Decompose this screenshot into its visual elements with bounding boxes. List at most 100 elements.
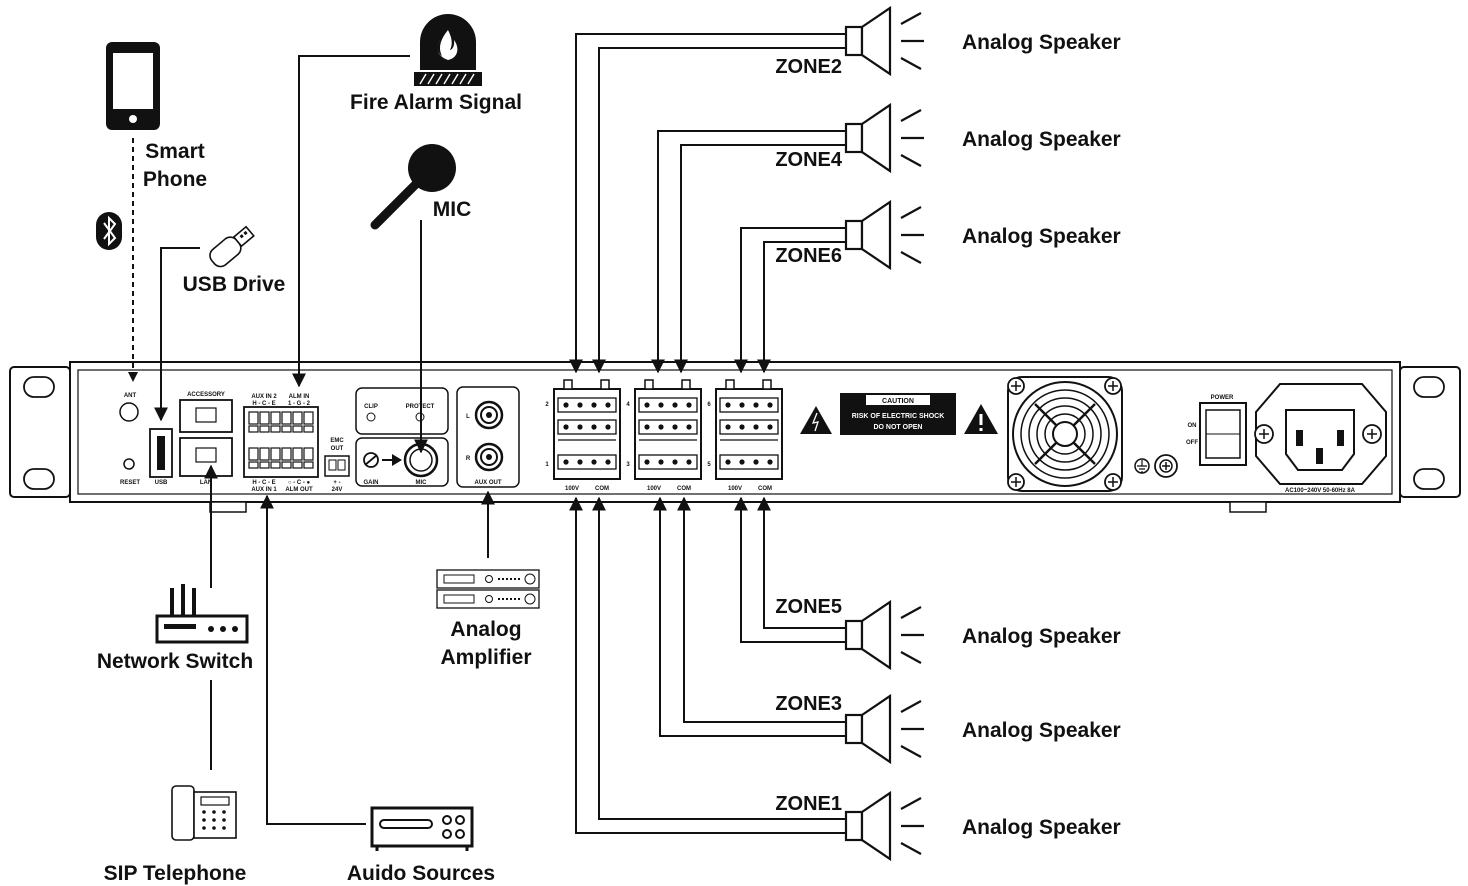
- power-label: POWER: [1211, 395, 1234, 401]
- zone-num-3: 3: [626, 462, 630, 468]
- clip-label: CLIP: [364, 404, 378, 410]
- bluetooth-icon: [96, 212, 122, 250]
- caution-title: CAUTION: [882, 398, 914, 405]
- clip-led: [366, 412, 376, 422]
- audio-source-icon: [370, 806, 474, 851]
- zone-label: ZONE3: [775, 693, 842, 715]
- emc-pins: + -: [333, 480, 340, 486]
- smartphone-icon: [106, 42, 160, 130]
- usb-label: USB: [155, 480, 168, 486]
- sip-telephone-icon: [171, 785, 237, 841]
- network-switch-icon: [155, 584, 249, 644]
- antenna-port[interactable]: [119, 402, 139, 422]
- zone-num-4: 4: [626, 402, 630, 408]
- analog-amplifier-label-1: Analog: [450, 618, 521, 641]
- mic-label: MIC: [433, 198, 472, 221]
- alm-in-label: ALM IN: [289, 394, 310, 400]
- power-on-label: ON: [1188, 423, 1197, 429]
- fan-icon: [1007, 376, 1123, 492]
- usb-connection: [154, 247, 200, 422]
- mic-port-label: MIC: [416, 480, 428, 486]
- ground-icon: [1134, 454, 1178, 478]
- aux-out-label: AUX OUT: [475, 480, 502, 486]
- analog-speaker-label: Analog Speaker: [962, 31, 1121, 54]
- warning-icon: [800, 406, 832, 434]
- block3-100v: 100V: [728, 486, 742, 492]
- ac-power-inlet[interactable]: [1254, 383, 1387, 485]
- zone-num-5: 5: [707, 462, 711, 468]
- alm-in-pins: 1 - G - 2: [288, 401, 311, 407]
- alm-out-label: ALM OUT: [285, 487, 313, 493]
- block2-com: COM: [677, 486, 691, 492]
- warning-icon: [964, 404, 998, 434]
- analog-speaker-label: Analog Speaker: [962, 719, 1121, 742]
- block2-100v: 100V: [647, 486, 661, 492]
- aux-r-label: R: [466, 456, 471, 462]
- analog-amplifier-label-2: Amplifier: [440, 646, 531, 669]
- audio-sources-label: Auido Sources: [347, 862, 495, 885]
- speaker-icon: [844, 6, 926, 76]
- aux-out-l-jack[interactable]: [474, 400, 504, 430]
- caution-line1: RISK OF ELECTRIC SHOCK: [852, 413, 945, 420]
- zone-num-2: 2: [545, 402, 549, 408]
- aux-in1-pins: H - C - E: [252, 480, 275, 486]
- speaker-icon: [844, 103, 926, 173]
- aux-out-r-jack[interactable]: [474, 442, 504, 472]
- analog-speaker-label: Analog Speaker: [962, 625, 1121, 648]
- ant-label: ANT: [124, 393, 137, 399]
- usb-drive-label: USB Drive: [183, 273, 286, 296]
- aux-in2-label: AUX IN 2: [251, 394, 277, 400]
- power-off-label: OFF: [1186, 440, 1198, 446]
- analog-speaker-label: Analog Speaker: [962, 816, 1121, 839]
- rack-unit: ANT RESET USB ACCESSORY LAN AUX IN 2 ALM…: [9, 361, 1461, 513]
- analog-amplifier-icon: [436, 569, 540, 609]
- reset-button[interactable]: [123, 458, 135, 470]
- zone-terminal-block-1[interactable]: [553, 379, 621, 480]
- sip-telephone-label: SIP Telephone: [104, 862, 247, 885]
- ac-rating: AC100~240V 50-60Hz 8A: [1285, 488, 1356, 494]
- emc-out-label-1: EMC: [330, 438, 344, 444]
- network-switch-label: Network Switch: [97, 650, 253, 673]
- aux-l-label: L: [466, 414, 470, 420]
- zone-terminal-block-2[interactable]: [634, 379, 702, 480]
- alm-out-pins: ○ - C - ●: [288, 480, 311, 486]
- emc-voltage: 24V: [332, 487, 343, 493]
- analog-speaker-label: Analog Speaker: [962, 128, 1121, 151]
- zone-label: ZONE4: [775, 149, 843, 171]
- usb-drive-icon: [209, 225, 255, 268]
- microphone-icon: [370, 144, 456, 230]
- aux-in-connection: [260, 494, 366, 825]
- speaker-icon: [844, 600, 926, 670]
- analog-speaker-label: Analog Speaker: [962, 225, 1121, 248]
- zone-label: ZONE2: [775, 56, 842, 78]
- zone-terminal-block-3[interactable]: [715, 379, 783, 480]
- aux-in2-pins: H - C - E: [252, 401, 275, 407]
- smart-phone-label-2: Phone: [143, 168, 207, 191]
- gain-label: GAIN: [364, 480, 379, 486]
- lan-label: LAN: [200, 480, 212, 486]
- zone-label: ZONE1: [775, 793, 842, 815]
- speaker-icon: [844, 694, 926, 764]
- accessory-label: ACCESSORY: [187, 392, 225, 398]
- smart-phone-label-1: Smart: [145, 140, 205, 163]
- fire-alarm-connection: [292, 55, 410, 388]
- fire-alarm-icon: [414, 14, 482, 86]
- accessory-port[interactable]: [179, 399, 233, 433]
- zone-num-6: 6: [707, 402, 711, 408]
- block1-100v: 100V: [565, 486, 579, 492]
- block3-com: COM: [758, 486, 772, 492]
- caution-line2: DO NOT OPEN: [873, 424, 922, 431]
- emc-out-label-2: OUT: [331, 446, 344, 452]
- zone-num-1: 1: [545, 462, 549, 468]
- reset-label: RESET: [120, 480, 140, 486]
- zone-label: ZONE5: [775, 596, 842, 618]
- fire-alarm-label: Fire Alarm Signal: [350, 91, 522, 114]
- speaker-icon: [844, 791, 926, 861]
- speaker-icon: [844, 200, 926, 270]
